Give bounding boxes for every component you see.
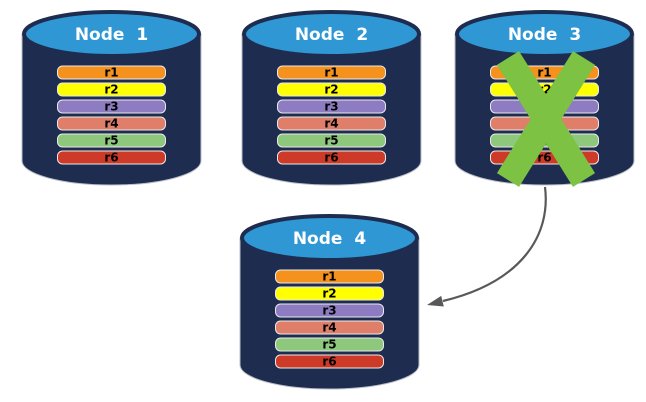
node-1-record-bar-r6 xyxy=(57,150,166,165)
node-1-record-bar-r2 xyxy=(57,82,166,97)
node-4-record-label-r1: r1 xyxy=(322,270,336,284)
node-2-record-bar-r2 xyxy=(277,82,386,97)
node-4-record-bar-r2 xyxy=(275,286,384,301)
node-2-record-label-r3: r3 xyxy=(324,100,338,114)
node-1-record-label-r5: r5 xyxy=(104,134,118,148)
failover-arrow-line xyxy=(442,186,547,303)
failover-arrow-head-icon xyxy=(427,295,444,307)
node-1-record-bar-r3 xyxy=(57,99,166,114)
node-2: Node 2 r1 r2 r3 r4 r5 r6 xyxy=(241,10,422,186)
node-3-record-label-r1: r1 xyxy=(537,66,551,80)
node-4-record-bar-r1 xyxy=(275,269,384,284)
node-2-cylinder-top xyxy=(242,10,421,58)
node-2-record-bar-r6 xyxy=(277,150,386,165)
node-2-title: Node 2 xyxy=(295,25,368,45)
node-1-record-bar-r5 xyxy=(57,133,166,148)
node-4-record-label-r2: r2 xyxy=(322,287,336,301)
node-4-record-label-r4: r4 xyxy=(322,321,336,335)
node-1-title: Node 1 xyxy=(75,25,148,45)
node-4: Node 4 r1 r2 r3 r4 r5 r6 xyxy=(239,214,420,390)
node-1-record-bar-r1 xyxy=(57,65,166,80)
node-1-record-bar-r4 xyxy=(57,116,166,131)
node-4-record-bar-r6 xyxy=(275,354,384,369)
node-2-record-label-r1: r1 xyxy=(324,66,338,80)
failure-x-icon xyxy=(496,51,596,187)
node-2-record-label-r5: r5 xyxy=(324,134,338,148)
node-4-record-bar-r3 xyxy=(275,303,384,318)
node-1-record-label-r4: r4 xyxy=(104,117,118,131)
node-4-record-bar-r5 xyxy=(275,337,384,352)
node-4-record-label-r3: r3 xyxy=(322,304,336,318)
node-4-cylinder-top xyxy=(240,214,419,262)
node-2-record-label-r2: r2 xyxy=(324,83,338,97)
node-4-record-bar-r4 xyxy=(275,320,384,335)
node-1-record-label-r2: r2 xyxy=(104,83,118,97)
node-2-record-bar-r3 xyxy=(277,99,386,114)
node-2-record-bar-r4 xyxy=(277,116,386,131)
node-1: Node 1 r1 r2 r3 r4 r5 r6 xyxy=(21,10,202,186)
node-1-record-label-r6: r6 xyxy=(104,151,118,165)
failover-arrow xyxy=(427,186,547,307)
node-4-title: Node 4 xyxy=(293,229,367,249)
node-1-record-label-r1: r1 xyxy=(104,66,118,80)
node-2-record-bar-r1 xyxy=(277,65,386,80)
node-2-record-bar-r5 xyxy=(277,133,386,148)
node-1-record-label-r3: r3 xyxy=(104,100,118,114)
node-3-record-label-r6: r6 xyxy=(537,151,551,165)
node-3-title: Node 3 xyxy=(508,25,581,45)
node-4-record-label-r6: r6 xyxy=(322,355,336,369)
node-1-cylinder-top xyxy=(22,10,201,58)
node-2-record-label-r6: r6 xyxy=(324,151,338,165)
node-2-record-label-r4: r4 xyxy=(324,117,338,131)
failure-x-stroke-2 xyxy=(496,51,596,187)
node-4-record-label-r5: r5 xyxy=(322,338,336,352)
node-3-cylinder-top xyxy=(455,10,634,58)
